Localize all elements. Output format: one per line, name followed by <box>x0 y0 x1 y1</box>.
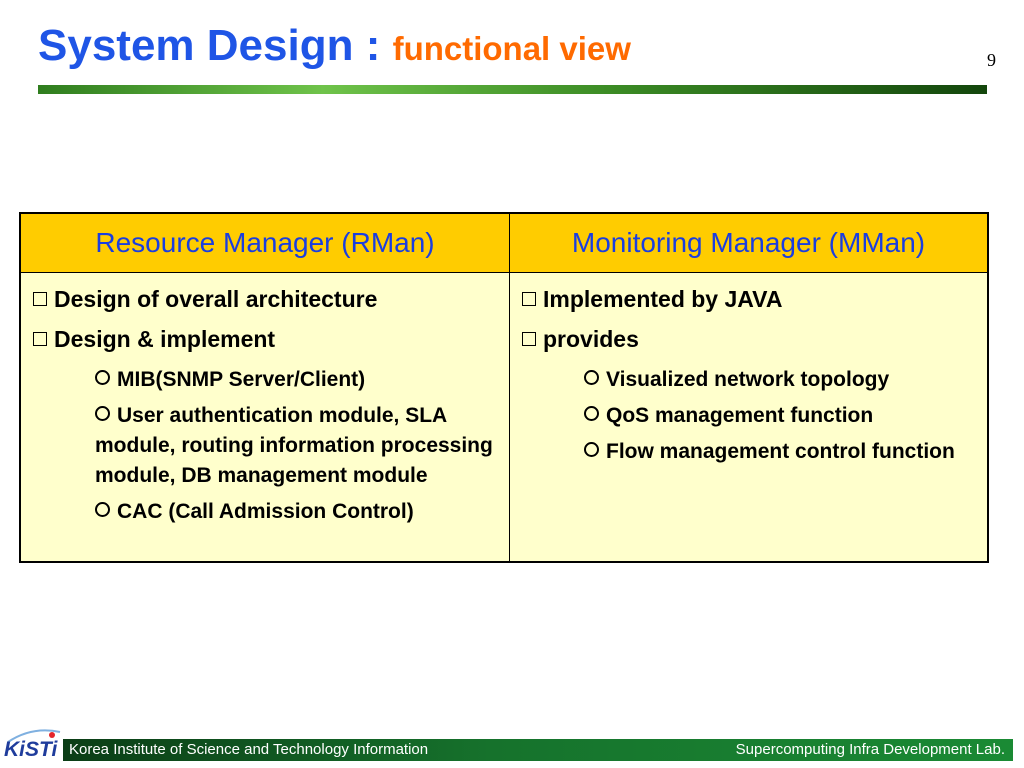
title-colon: : <box>353 21 393 70</box>
list-item: Implemented by JAVA <box>522 285 977 313</box>
sub-list-item-text: Flow management control function <box>606 440 955 463</box>
page-number: 9 <box>987 50 996 70</box>
list-item: Design of overall architecture <box>33 285 499 313</box>
sub-list-item: User authentication module, SLA module, … <box>95 401 499 491</box>
header-mman: Monitoring Manager (MMan) <box>509 212 989 273</box>
list-item: Design & implement <box>33 325 499 353</box>
sub-list-item: CAC (Call Admission Control) <box>95 497 499 527</box>
header-rman: Resource Manager (RMan) <box>19 212 510 273</box>
sub-list-item: Visualized network topology <box>584 365 977 395</box>
sub-list-item-text: User authentication module, SLA module, … <box>95 404 493 487</box>
title-main: System Design <box>38 21 354 70</box>
circle-bullet-icon <box>584 370 599 385</box>
list-item: provides <box>522 325 977 353</box>
rman-cell: Design of overall architecture Design & … <box>19 272 510 563</box>
list-item-text: Design of overall architecture <box>54 286 378 312</box>
list-item-text: Design & implement <box>54 326 276 352</box>
title-subtitle: functional view <box>392 30 631 67</box>
circle-bullet-icon <box>584 406 599 421</box>
circle-bullet-icon <box>95 502 110 517</box>
checkbox-bullet-icon <box>33 292 47 306</box>
sub-list-item-text: Visualized network topology <box>606 368 890 391</box>
title-divider <box>38 85 987 94</box>
list-item-text: provides <box>543 326 639 352</box>
functional-view-table: Resource Manager (RMan) Monitoring Manag… <box>19 212 989 563</box>
list-item-text: Implemented by JAVA <box>543 286 783 312</box>
sub-list-item: Flow management control function <box>584 437 977 467</box>
checkbox-bullet-icon <box>33 332 47 346</box>
slide-title: System Design : functional view <box>38 18 631 77</box>
circle-bullet-icon <box>95 406 110 421</box>
footer-bar: Korea Institute of Science and Technolog… <box>63 739 1013 761</box>
checkbox-bullet-icon <box>522 332 536 346</box>
circle-bullet-icon <box>95 370 110 385</box>
footer-lab: Supercomputing Infra Development Lab. <box>735 741 1005 758</box>
logo-text: KiSTi <box>4 738 58 761</box>
kisti-logo: KiSTi <box>4 729 61 761</box>
circle-bullet-icon <box>584 442 599 457</box>
sub-list-item: QoS management function <box>584 401 977 431</box>
footer-org: Korea Institute of Science and Technolog… <box>69 741 429 758</box>
table-header-row: Resource Manager (RMan) Monitoring Manag… <box>19 212 989 273</box>
sub-list-item-text: CAC (Call Admission Control) <box>117 500 414 523</box>
table-body-row: Design of overall architecture Design & … <box>19 272 989 563</box>
checkbox-bullet-icon <box>522 292 536 306</box>
sub-list-item-text: QoS management function <box>606 404 874 427</box>
sub-list-item-text: MIB(SNMP Server/Client) <box>117 368 366 391</box>
mman-cell: Implemented by JAVA provides Visualized … <box>509 272 989 563</box>
sub-list-item: MIB(SNMP Server/Client) <box>95 365 499 395</box>
